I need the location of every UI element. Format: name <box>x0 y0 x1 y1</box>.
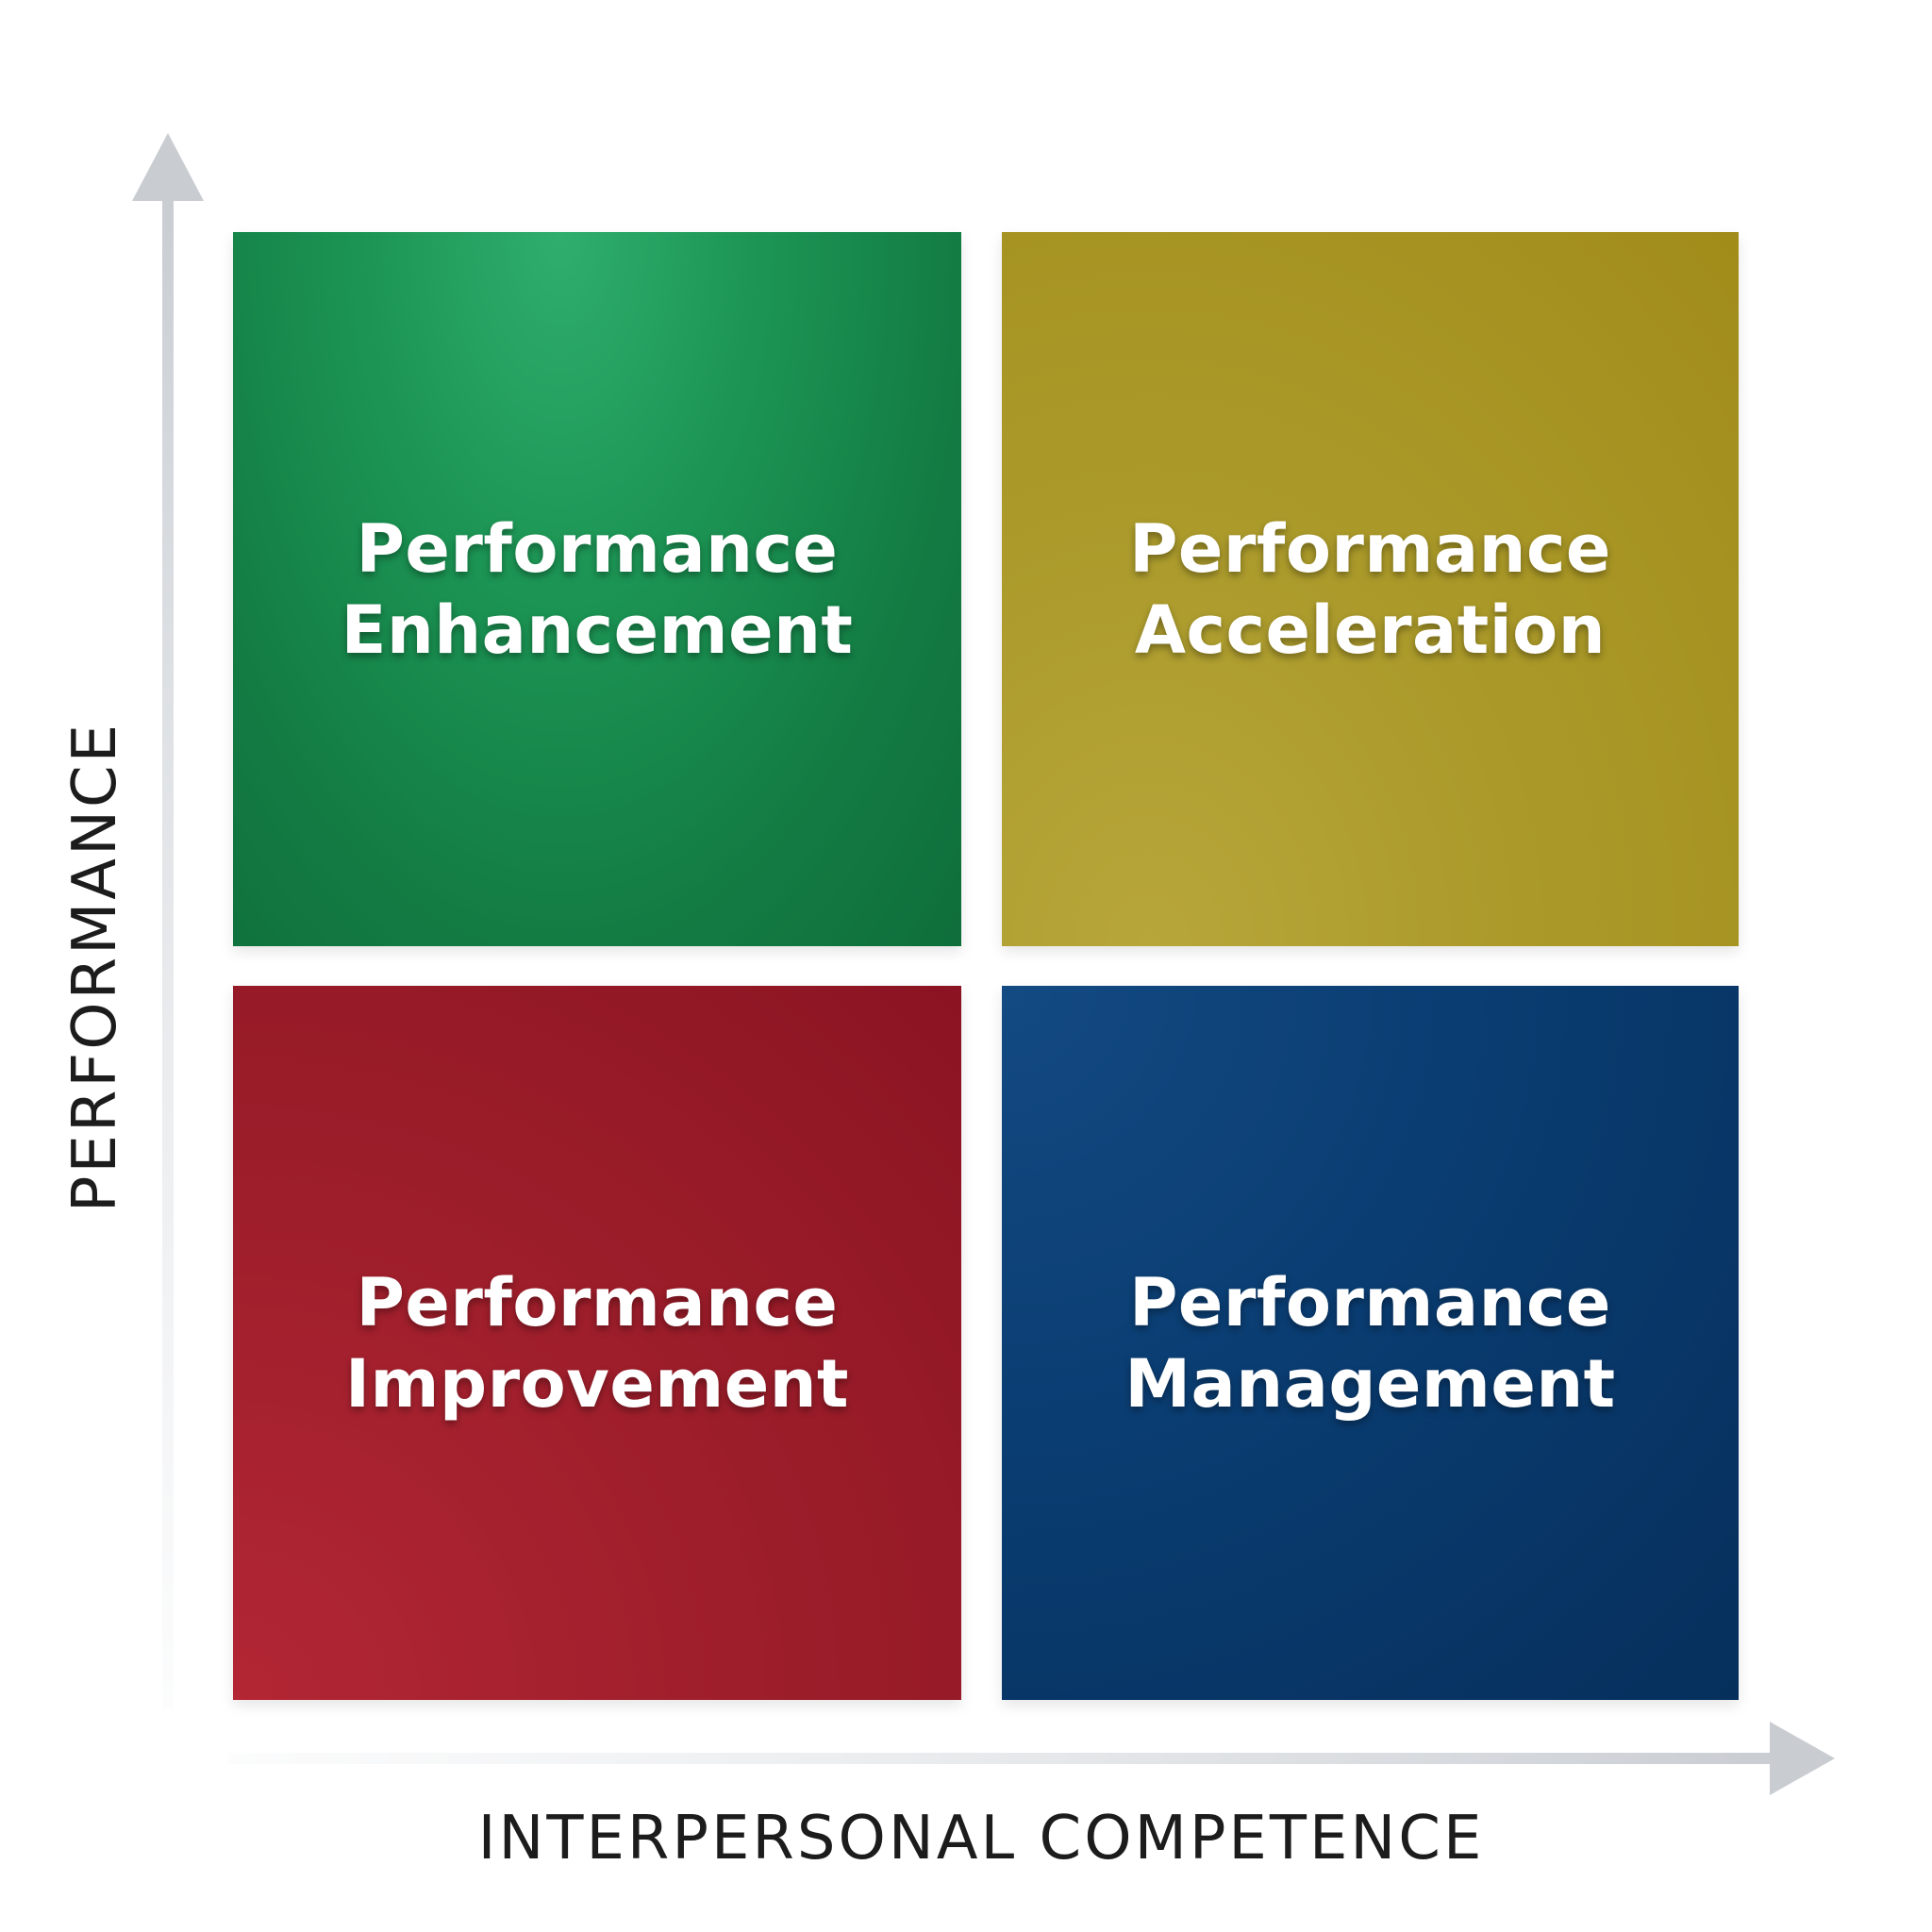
quadrant-performance-improvement: Performance Improvement <box>233 986 961 1700</box>
quadrant-performance-enhancement: Performance Enhancement <box>233 232 961 946</box>
quadrant-label-line-1: Performance <box>356 1263 839 1341</box>
quadrant-label-line-2: Management <box>1124 1344 1616 1423</box>
x-axis-arrowhead <box>1770 1722 1835 1795</box>
quadrant-label-line-2: Improvement <box>344 1344 850 1423</box>
quadrant-label: Performance Acceleration <box>1129 508 1611 671</box>
quadrant-label-line-2: Acceleration <box>1134 591 1607 669</box>
quadrant-label-line-1: Performance <box>1129 509 1611 588</box>
y-axis-label: PERFORMANCE <box>60 721 130 1213</box>
y-axis-line <box>162 193 174 1707</box>
quadrant-label-line-2: Enhancement <box>341 591 854 669</box>
quadrant-performance-acceleration: Performance Acceleration <box>1002 232 1739 946</box>
quadrant-label: Performance Enhancement <box>341 508 854 671</box>
y-axis-arrowhead <box>132 133 204 201</box>
x-axis-label: INTERPERSONAL COMPETENCE <box>477 1804 1485 1874</box>
quadrant-label-line-1: Performance <box>1129 1263 1611 1341</box>
quadrant-performance-management: Performance Management <box>1002 986 1739 1700</box>
quadrant-label: Performance Improvement <box>345 1262 849 1424</box>
x-axis-line <box>228 1753 1778 1764</box>
quadrant-label-line-1: Performance <box>356 509 839 588</box>
quadrant-label: Performance Management <box>1124 1262 1615 1424</box>
